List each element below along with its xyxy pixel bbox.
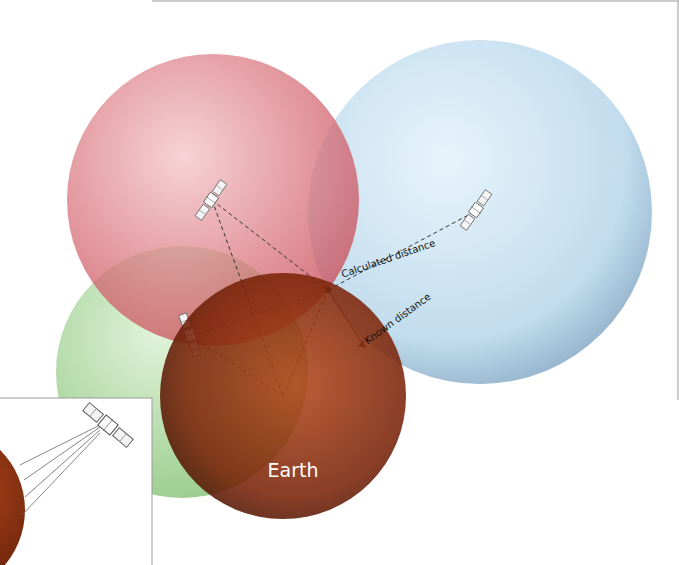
earth-sphere: Earth <box>160 273 406 519</box>
sphere-label: Earth <box>268 459 319 481</box>
sphere-outline <box>160 273 406 519</box>
